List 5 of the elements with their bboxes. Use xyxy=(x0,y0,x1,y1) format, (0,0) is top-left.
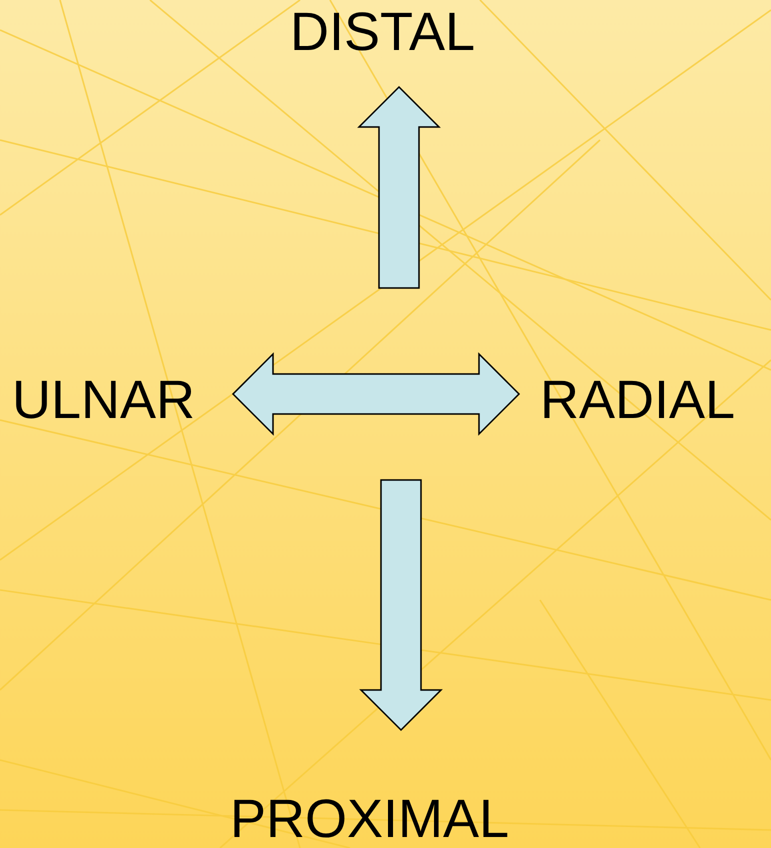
direction-label: PROXIMAL xyxy=(230,792,510,846)
direction-label: RADIAL xyxy=(540,373,736,427)
direction-label: DISTAL xyxy=(290,5,476,59)
double-block-arrow xyxy=(232,352,520,436)
direction-label: ULNAR xyxy=(12,373,196,427)
